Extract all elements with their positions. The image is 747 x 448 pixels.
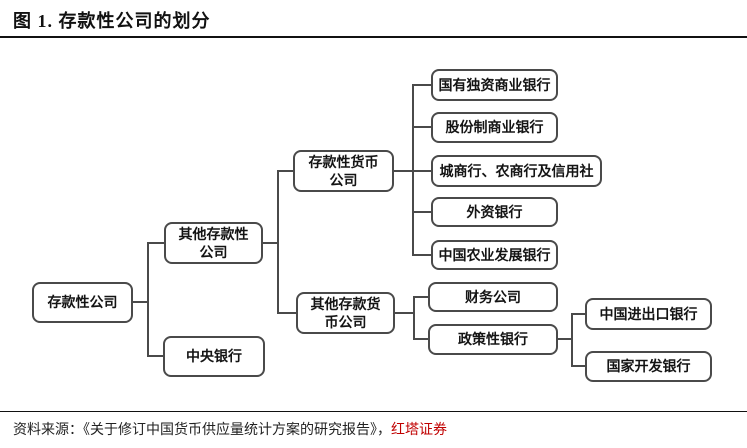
connector-line xyxy=(147,355,163,357)
connector-line xyxy=(395,312,415,314)
connector-line xyxy=(394,170,413,172)
connector-line xyxy=(412,170,431,172)
connector-line xyxy=(277,170,293,172)
figure-title: 图 1. 存款性公司的划分 xyxy=(13,11,211,31)
connector-line xyxy=(571,365,585,367)
connector-line xyxy=(412,211,431,213)
footer-rule xyxy=(0,411,747,412)
connector-line xyxy=(147,242,164,244)
connector-line xyxy=(412,126,431,128)
connector-line xyxy=(413,296,415,340)
connector-line xyxy=(147,242,149,357)
node-foreign-banks: 外资银行 xyxy=(431,197,558,227)
node-agricultural-development-bank: 中国农业发展银行 xyxy=(431,240,558,270)
node-depository-money-corp: 存款性货币 公司 xyxy=(293,150,394,192)
connector-line xyxy=(412,84,431,86)
node-other-depository-corp: 其他存款性 公司 xyxy=(164,222,263,264)
connector-line xyxy=(277,170,279,314)
source-brand: 红塔证券 xyxy=(391,423,447,438)
node-other-depository-money-corp: 其他存款货 币公司 xyxy=(296,292,395,334)
connector-line xyxy=(133,301,149,303)
connector-line xyxy=(413,296,428,298)
connector-line xyxy=(571,313,573,367)
node-state-owned-commercial-banks: 国有独资商业银行 xyxy=(431,69,558,101)
connector-line xyxy=(413,338,428,340)
connector-line xyxy=(571,313,585,315)
node-policy-banks: 政策性银行 xyxy=(428,324,558,355)
connector-line xyxy=(263,242,279,244)
node-finance-companies: 财务公司 xyxy=(428,282,558,312)
node-city-rural-banks-credit-unions: 城商行、农商行及信用社 xyxy=(431,155,602,187)
node-joint-stock-commercial-banks: 股份制商业银行 xyxy=(431,112,558,143)
connector-line xyxy=(558,338,573,340)
node-central-bank: 中央银行 xyxy=(163,336,265,377)
title-rule xyxy=(0,36,747,38)
node-exim-bank: 中国进出口银行 xyxy=(585,298,712,330)
node-china-development-bank: 国家开发银行 xyxy=(585,351,712,382)
connector-line xyxy=(277,312,296,314)
source-note: 资料来源：《关于修订中国货币供应量统计方案的研究报告》，红塔证券 xyxy=(13,419,447,439)
connector-line xyxy=(412,254,431,256)
node-depository-corp: 存款性公司 xyxy=(32,282,133,323)
source-text: 资料来源：《关于修订中国货币供应量统计方案的研究报告》， xyxy=(13,423,391,438)
